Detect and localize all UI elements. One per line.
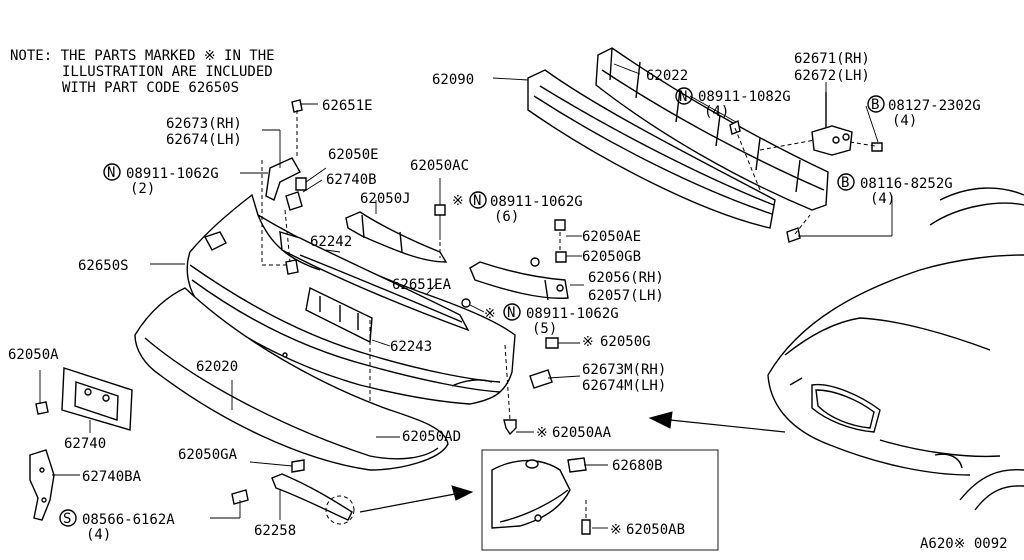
bolt-b-symbol-b-letter: B [841,175,849,191]
nut-n-symbol-d [675,87,693,105]
figure-code: A620※ 0092 [920,536,1008,552]
energy-absorber-62022 [595,47,829,211]
label-62243: 62243 [390,339,432,355]
label-62050AA: 62050AA [552,425,612,441]
star-symbol-e: ※ [536,425,548,441]
bracket-62673M [529,369,553,389]
label-qty-4c: (4) [892,113,917,129]
nut-n-symbol-c-letter: N [507,305,515,321]
bumper-reinforcement-62090 [527,69,776,229]
part-labels: 62651E 62673(RH) 62674(LH) N 08911-1062G… [8,51,1008,552]
label-62056RH: 62056(RH) [588,270,664,286]
license-bracket-62740 [35,367,133,431]
note-line-3: WITH PART CODE 62650S [62,80,239,96]
nut-n-symbol-b [469,191,487,209]
label-62674LH: 62674(LH) [166,132,242,148]
label-qty-6: (6) [494,209,519,225]
label-62673MRH: 62673M(RH) [582,362,666,378]
label-62651E: 62651E [322,98,373,114]
note-line-2: ILLUSTRATION ARE INCLUDED [62,64,273,80]
nut-n-symbol-letter: N [107,165,115,181]
car-outline [767,187,1024,511]
star-symbol-b: ※ [452,193,464,209]
label-62050A: 62050A [8,347,59,363]
label-08566-6162A: 08566-6162A [82,512,175,528]
label-62740B: 62740B [326,172,377,188]
bracket-62056 [469,261,569,301]
bracket-62740BA [29,449,55,521]
note-block: NOTE: THE PARTS MARKED ※ IN THE ILLUSTRA… [10,48,275,96]
bolt-b-symbol-a-letter: B [871,97,879,113]
label-qty-2: (2) [130,181,155,197]
nut-n-symbol [103,163,121,181]
bracket-62258 [231,459,355,525]
label-qty-4b: (4) [704,104,729,120]
label-62050E: 62050E [328,147,379,163]
label-62057LH: 62057(LH) [588,288,664,304]
label-62020: 62020 [196,359,238,375]
screw-s-symbol [59,509,77,527]
label-62680B: 62680B [612,458,663,474]
stay-bracket-62671 [811,92,853,156]
star-symbol-d: ※ [582,334,594,350]
under-cover-62020 [134,287,449,471]
label-62050G: 62050G [600,334,651,350]
label-qty-5: (5) [532,321,557,337]
label-62674MLH: 62674M(LH) [582,378,666,394]
note-line-1: NOTE: THE PARTS MARKED ※ IN THE [10,48,275,64]
label-62050AC: 62050AC [410,158,469,174]
label-62050AD: 62050AD [402,429,461,445]
nut-n-symbol-d-letter: N [679,89,687,105]
label-08911-1082G: 08911-1082G [698,89,791,105]
label-62050AE: 62050AE [582,229,641,245]
label-62740BA: 62740BA [82,469,142,485]
label-62242: 62242 [310,234,352,250]
label-62022: 62022 [646,68,688,84]
label-62740: 62740 [64,436,106,452]
bolt-b-symbol-b [837,173,855,191]
star-symbol-f: ※ [610,522,622,538]
detail-inset [481,449,719,551]
leader-lines [39,63,893,529]
label-62258: 62258 [254,523,296,539]
fasteners-upper-right [729,119,883,243]
bracket-62050J [345,211,448,263]
label-62050J: 62050J [360,191,411,207]
label-62672LH: 62672(LH) [794,68,870,84]
label-62671RH: 62671(RH) [794,51,870,67]
label-62050GB: 62050GB [582,249,641,265]
bolt-b-symbol-a [867,95,885,113]
label-62673RH: 62673(RH) [166,116,242,132]
side-bracket-62673 [261,99,307,275]
label-08911-1062G-b: 08911-1062G [490,194,583,210]
label-62050AB: 62050AB [626,522,685,538]
nut-n-symbol-c [503,303,521,321]
grille-62242 [279,231,470,344]
label-qty-4d: (4) [870,191,895,207]
label-62050GA: 62050GA [178,447,238,463]
star-symbol-c: ※ [484,306,496,322]
screw-s-symbol-letter: S [63,511,71,527]
label-62090: 62090 [432,72,474,88]
label-08911-1062G-a: 08911-1062G [126,166,219,182]
label-08116-8252G: 08116-8252G [860,176,953,192]
label-08911-1062G-c: 08911-1062G [526,306,619,322]
arrows [359,411,786,513]
label-08127-2302G: 08127-2302G [888,98,981,114]
nut-n-symbol-b-letter: N [473,193,481,209]
label-62650S: 62650S [78,258,129,274]
label-62651EA: 62651EA [392,277,452,293]
label-qty-4a: (4) [86,527,111,543]
